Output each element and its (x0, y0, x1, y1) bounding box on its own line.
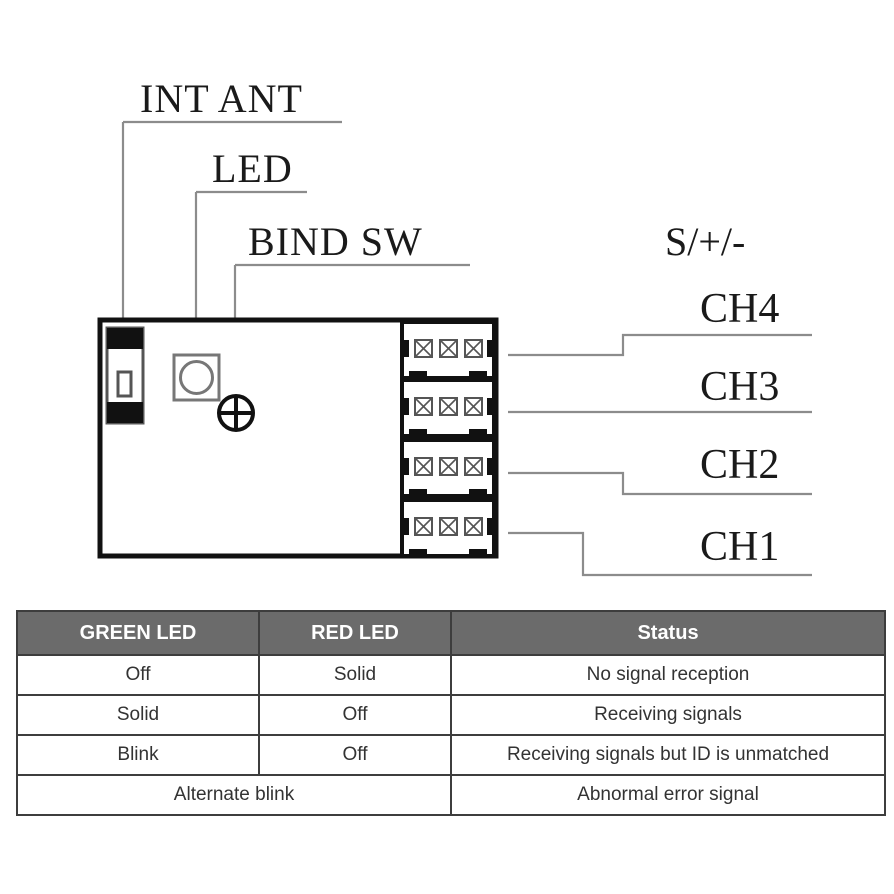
led-indicator (172, 353, 221, 402)
cell-alternate-blink: Alternate blink (16, 774, 452, 816)
callout-label-led: LED (212, 146, 293, 191)
callout-label-bind-sw: BIND SW (248, 219, 423, 264)
cell-status: Receiving signals but ID is unmatched (450, 734, 886, 776)
cell-green-led: Off (16, 654, 260, 696)
table-row: Solid Off Receiving signals (16, 694, 886, 736)
column-header-status: Status (450, 610, 886, 656)
column-header-green-led: GREEN LED (16, 610, 260, 656)
signal-legend-label: S/+/- (665, 219, 745, 264)
table-header-row: GREEN LED RED LED Status (16, 610, 886, 656)
cell-status: Receiving signals (450, 694, 886, 736)
cell-green-led: Solid (16, 694, 260, 736)
cell-green-led: Blink (16, 734, 260, 776)
receiver-diagram: INT ANT LED BIND SW (97, 76, 812, 577)
channel-label-ch3: CH3 (700, 364, 779, 410)
connector-pins-ch4 (414, 339, 483, 358)
connector-block-ch3 (400, 378, 496, 438)
table-row: Blink Off Receiving signals but ID is un… (16, 734, 886, 776)
connector-block-ch4 (400, 320, 496, 380)
cell-status: No signal reception (450, 654, 886, 696)
cell-red-led: Solid (258, 654, 452, 696)
table-row: Off Solid No signal reception (16, 654, 886, 696)
cell-status: Abnormal error signal (450, 774, 886, 816)
connector-block-ch1 (400, 498, 496, 558)
channel-label-ch2: CH2 (700, 442, 779, 488)
connector-block-ch2 (400, 438, 496, 498)
connector-pins-ch2 (414, 457, 483, 476)
led-status-table: GREEN LED RED LED Status Off Solid No si… (16, 610, 886, 816)
channel-leader-ch2 (508, 471, 812, 496)
channel-label-ch4: CH4 (700, 286, 779, 332)
internal-antenna (105, 326, 145, 425)
channel-leader-ch1 (508, 531, 812, 577)
channel-leader-ch4 (508, 333, 812, 357)
bind-switch[interactable] (217, 394, 255, 432)
connector-pins-ch1 (414, 517, 483, 536)
cell-red-led: Off (258, 694, 452, 736)
connector-pins-ch3 (414, 397, 483, 416)
channel-label-ch1: CH1 (700, 524, 779, 570)
table-row-merged: Alternate blink Abnormal error signal (16, 774, 886, 816)
callout-label-int-ant: INT ANT (140, 76, 303, 121)
cell-red-led: Off (258, 734, 452, 776)
column-header-red-led: RED LED (258, 610, 452, 656)
